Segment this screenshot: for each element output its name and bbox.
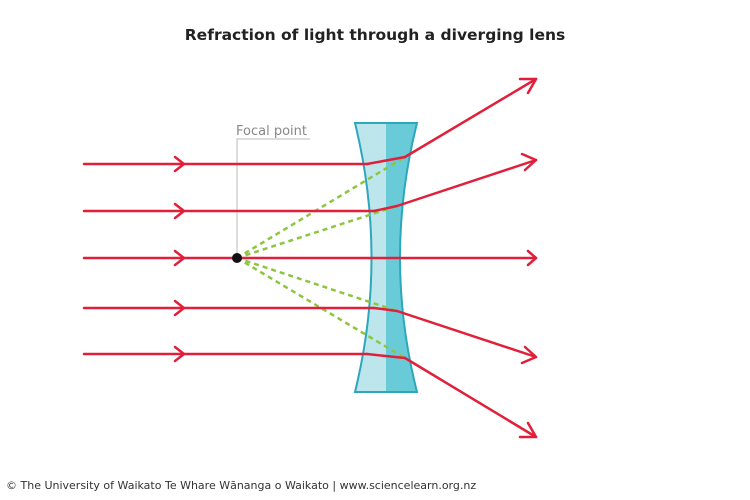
outgoing-ray-5 (403, 356, 538, 439)
outgoing-ray-4 (395, 309, 538, 359)
outgoing-arrowhead-4 (520, 345, 538, 365)
direction-arrow-4 (173, 299, 186, 317)
ray-extension-1 (236, 155, 406, 260)
outgoing-arrowhead-1 (518, 77, 538, 95)
incoming-rays (82, 162, 538, 356)
diagram-title: Refraction of light through a diverging … (184, 26, 566, 44)
lens-refraction-segments (365, 155, 407, 360)
focal-point-label: Focal point (236, 124, 307, 139)
outgoing-ray-1 (403, 77, 538, 159)
outgoing-rays (395, 77, 538, 439)
outgoing-arrowhead-5 (518, 421, 538, 439)
inner-ray-2 (372, 204, 399, 213)
ray-extension-5 (236, 256, 406, 360)
outgoing-arrowheads (518, 77, 538, 439)
outgoing-arrowhead-3 (526, 249, 538, 267)
direction-arrow-5 (173, 345, 186, 363)
inner-ray-4 (372, 306, 399, 313)
direction-arrow-1 (173, 155, 186, 173)
copyright-credit: © The University of Waikato Te Whare Wān… (6, 479, 477, 492)
focal-point-leader-line (236, 138, 310, 255)
direction-arrow-3 (173, 249, 186, 267)
outgoing-arrowhead-2 (520, 152, 538, 172)
focal-point-dot (232, 253, 242, 263)
lens-outline (353, 122, 419, 393)
direction-arrow-2 (173, 202, 186, 220)
incoming-direction-arrows (173, 155, 186, 363)
inner-ray-1 (365, 155, 407, 166)
inner-ray-5 (365, 352, 407, 360)
ray-extension-2 (236, 204, 398, 260)
ray-extension-4 (236, 256, 398, 313)
outgoing-ray-2 (395, 158, 538, 208)
virtual-ray-extensions (236, 155, 406, 360)
